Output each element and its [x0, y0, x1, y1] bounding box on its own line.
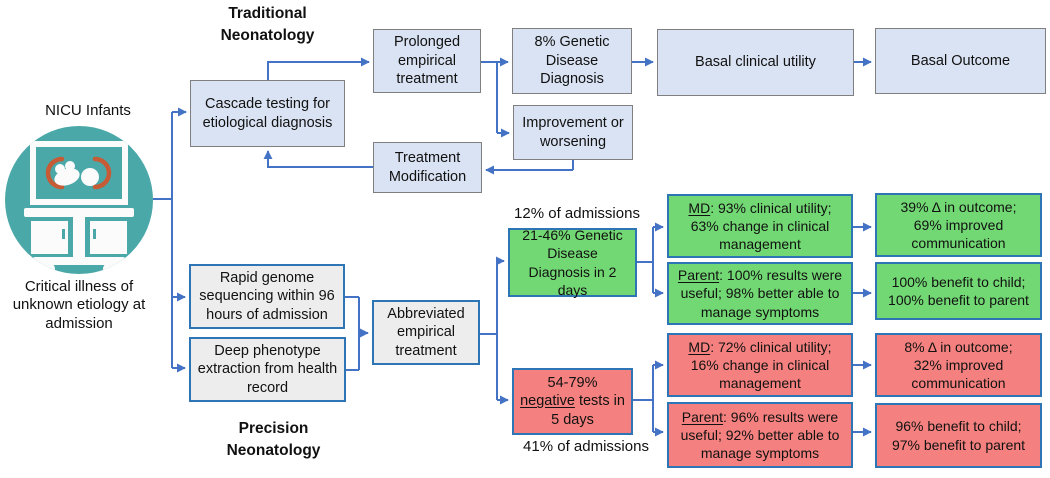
box-8pct-genetic-diagnosis-label: 8% Genetic Disease Diagnosis	[534, 34, 610, 88]
box-parent-results-green-label: Parent: 100% results were useful; 98% be…	[677, 267, 843, 320]
box-outcome-delta-green: 39% Δ in outcome; 69% improved communica…	[875, 193, 1042, 257]
box-basal-outcome-label: Basal Outcome	[910, 52, 1011, 69]
critical-illness-caption: Critical illness of unknown etiology at …	[12, 278, 146, 332]
baby-silhouette	[54, 161, 99, 186]
box-21-46pct-genetic-diagnosis-label: 21-46% Genetic Disease Diagnosis in 2 da…	[522, 227, 623, 298]
box-outcome-delta-red-label: 8% Δ in outcome; 32% improved communicat…	[904, 338, 1013, 392]
precision-neonatology-header: Precision Neonatology	[226, 420, 321, 459]
nicu-incubator-icon	[5, 126, 153, 274]
box-md-utility-red: MD: 72% clinical utility; 16% change in …	[667, 333, 853, 397]
cabinet-handles	[62, 229, 96, 239]
box-outcome-delta-red: 8% Δ in outcome; 32% improved communicat…	[875, 333, 1042, 397]
box-md-utility-green-label: MD: 93% clinical utility; 63% change in …	[688, 199, 832, 253]
box-md-utility-red-label: MD: 72% clinical utility; 16% change in …	[688, 338, 832, 392]
nicu-avatar	[5, 126, 153, 274]
box-parent-results-red: Parent: 96% results were useful; 92% bet…	[667, 402, 853, 468]
box-21-46pct-genetic-diagnosis: 21-46% Genetic Disease Diagnosis in 2 da…	[508, 227, 637, 298]
admissions-12-label: 12% of admissions	[514, 205, 640, 222]
admissions-41-label: 41% of admissions	[523, 438, 649, 455]
box-treatment-modification-label: Treatment Modification	[388, 149, 467, 185]
box-treatment-modification: Treatment Modification	[373, 142, 482, 193]
box-rapid-genome-sequencing: Rapid genome sequencing within 96 hours …	[189, 264, 345, 329]
box-benefit-red: 96% benefit to child; 97% benefit to par…	[875, 403, 1042, 468]
box-cascade-testing-label: Cascade testing for etiological diagnosi…	[202, 95, 333, 131]
box-8pct-genetic-diagnosis: 8% Genetic Disease Diagnosis	[512, 28, 632, 94]
box-parent-results-red-label: Parent: 96% results were useful; 92% bet…	[680, 408, 840, 462]
box-benefit-green-label: 100% benefit to child; 100% benefit to p…	[888, 273, 1029, 308]
box-deep-phenotype-extraction-label: Deep phenotype extraction from health re…	[197, 342, 338, 396]
box-deep-phenotype-extraction: Deep phenotype extraction from health re…	[189, 337, 346, 402]
box-prolonged-treatment: Prolonged empirical treatment	[373, 29, 481, 93]
box-outcome-delta-green-label: 39% Δ in outcome; 69% improved communica…	[900, 198, 1017, 252]
box-abbreviated-treatment-label: Abbreviated empirical treatment	[387, 305, 465, 359]
box-improvement-worsening: Improvement or worsening	[513, 105, 633, 160]
box-negative-tests: 54-79% negative tests in 5 days	[512, 368, 633, 435]
box-basal-clinical-utility: Basal clinical utility	[657, 29, 854, 96]
right-arc	[92, 156, 112, 190]
box-parent-results-green: Parent: 100% results were useful; 98% be…	[667, 262, 853, 325]
box-abbreviated-treatment: Abbreviated empirical treatment	[372, 300, 480, 365]
left-arc	[45, 156, 65, 190]
box-rapid-genome-sequencing-label: Rapid genome sequencing within 96 hours …	[199, 269, 335, 323]
nicu-infants-label: NICU Infants	[45, 102, 131, 119]
box-prolonged-treatment-label: Prolonged empirical treatment	[393, 34, 461, 88]
box-basal-clinical-utility-label: Basal clinical utility	[695, 54, 816, 71]
traditional-neonatology-header: Traditional Neonatology	[220, 5, 315, 44]
incubator-stand	[24, 208, 134, 274]
box-basal-outcome: Basal Outcome	[875, 28, 1046, 94]
box-cascade-testing: Cascade testing for etiological diagnosi…	[190, 80, 345, 147]
box-benefit-red-label: 96% benefit to child; 97% benefit to par…	[891, 418, 1026, 453]
box-negative-tests-label: 54-79% negative tests in 5 days	[520, 374, 625, 428]
box-md-utility-green: MD: 93% clinical utility; 63% change in …	[667, 194, 853, 258]
box-improvement-worsening-label: Improvement or worsening	[522, 114, 624, 150]
box-benefit-green: 100% benefit to child; 100% benefit to p…	[875, 262, 1042, 320]
